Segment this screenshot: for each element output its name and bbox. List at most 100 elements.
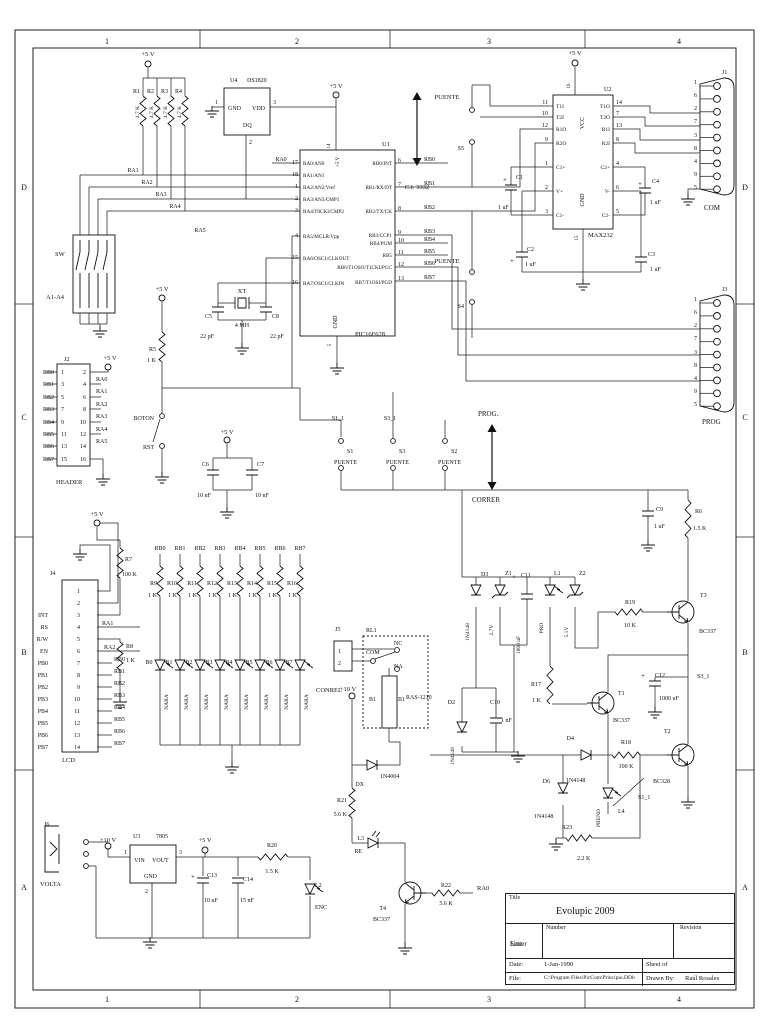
right-label: S3_1: [697, 674, 709, 680]
diode-symbol: [366, 759, 379, 771]
mcu-label: RB3: [424, 229, 435, 235]
com-label: 5: [694, 185, 697, 191]
j2-label: RB1: [43, 382, 54, 388]
psu-label: VOLTA: [40, 881, 61, 888]
mcu-label: RB1: [424, 181, 435, 187]
wire: [97, 522, 119, 604]
revision-cell: Revision: [674, 924, 736, 958]
prog-label: PROG: [702, 418, 721, 426]
power-terminal-icon: [223, 436, 231, 444]
resistor-symbol: [158, 331, 166, 363]
lcd-label: RB0: [114, 657, 125, 663]
j2-label: 12: [80, 432, 86, 438]
max232-label: C4: [652, 179, 659, 185]
sheet-cell: Sheet of: [643, 959, 736, 972]
j2-label: RB7: [43, 457, 54, 463]
frame-label: B: [21, 648, 26, 657]
max232-label: 4: [616, 161, 619, 167]
number-cell: Number: [543, 924, 674, 958]
j2-label: HEADER: [56, 479, 83, 486]
xtal-label: C8: [272, 314, 279, 320]
resistor-symbol: [116, 547, 124, 579]
leds-label: B0: [145, 660, 152, 666]
capacitor-symbol: [197, 877, 209, 884]
wire: [613, 128, 700, 141]
led-symbol: [544, 584, 564, 597]
leds-label: NARA: [264, 694, 270, 710]
leds-label: NARA: [184, 694, 190, 710]
leds-label: R13: [227, 581, 237, 587]
lcd-label: 10: [74, 697, 80, 703]
mcu-label: RB5: [382, 253, 392, 259]
ground-icon: [681, 797, 695, 809]
psu-label: +5 V: [198, 837, 211, 844]
jumpers-label: S1_1: [332, 416, 344, 422]
jumpers-label: PUENTE: [435, 258, 460, 265]
prog-label: 8: [694, 363, 697, 369]
leds-label: NARA: [224, 694, 230, 710]
ground-icon: [330, 363, 344, 375]
wire: [613, 142, 700, 154]
com-label: 8: [694, 146, 697, 152]
db9-pin: [713, 146, 721, 155]
ground-icon: [205, 106, 219, 118]
j2-label: 15: [61, 457, 67, 463]
mid-label: D3: [481, 572, 488, 578]
max232-label: T1I: [556, 104, 564, 110]
max232-label: C2-: [602, 213, 610, 219]
relay-outline: [362, 635, 429, 729]
mcu-label: 7: [398, 182, 401, 188]
mcu-label: RA7/OSC1/CLKIN: [303, 281, 344, 287]
prog-label: 4: [694, 376, 697, 382]
j2-label: J2: [64, 357, 69, 363]
transistor-symbol: [404, 882, 426, 904]
capacitor-symbol: [490, 717, 502, 724]
ds1820-label: 1: [215, 100, 218, 106]
mid-label: +: [512, 573, 516, 581]
conrel-label: B1: [369, 697, 376, 703]
lcd-label: 9: [77, 685, 80, 691]
connector-pin: [442, 438, 448, 444]
connector-pin: [83, 851, 89, 857]
max232-label: GND: [580, 193, 586, 207]
jumpers-label: PUENTE: [438, 460, 461, 466]
j2-label: 13: [61, 444, 67, 450]
diode-symbol: [557, 782, 569, 795]
capacitor-symbol: [246, 469, 258, 476]
caps-label: C7: [257, 462, 264, 468]
direction-arrow-head: [487, 424, 497, 490]
mcu-label: GND: [333, 315, 339, 329]
ic-body: [223, 87, 271, 136]
ic-body: [552, 94, 614, 230]
mcu-label: U1: [382, 141, 390, 148]
lcd-label: RB4: [114, 705, 125, 711]
ds1820-label: U4: [230, 78, 237, 84]
connector-pin: [390, 465, 396, 471]
mcu-label: RB7: [424, 275, 435, 281]
leds-label: RB2: [194, 546, 205, 552]
leds-label: 1 K: [228, 593, 238, 599]
number-label: Number: [546, 925, 566, 931]
pullups-label: 4.7 K: [135, 106, 141, 118]
max232-label: 12: [542, 123, 548, 129]
psu-label: 1: [124, 850, 127, 856]
prog-label: 9: [694, 389, 697, 395]
reset-label: 1 K: [147, 358, 157, 364]
caps-label: C6: [202, 462, 209, 468]
right-label: S1_1: [638, 795, 650, 801]
max232-label: C1-: [556, 213, 564, 219]
jumpers-label: S4: [458, 304, 464, 310]
relay-label: L3: [357, 836, 364, 842]
lcd-label: R8: [126, 644, 133, 650]
mcu-label: RA4/T0CKI/CMP2: [303, 209, 344, 215]
connector-pin: [394, 666, 400, 672]
j2-label: RB4: [43, 420, 54, 426]
power-terminal-icon: [104, 842, 112, 850]
resistor-symbol: [167, 95, 175, 127]
dip-switch-lever: [102, 240, 108, 308]
capacitor-symbol: [516, 251, 528, 258]
mid-label: R17: [531, 682, 541, 688]
dip-switch-lever: [93, 240, 99, 308]
mcu-label: RB0/INT: [372, 161, 392, 167]
right-label: R6: [695, 509, 702, 515]
